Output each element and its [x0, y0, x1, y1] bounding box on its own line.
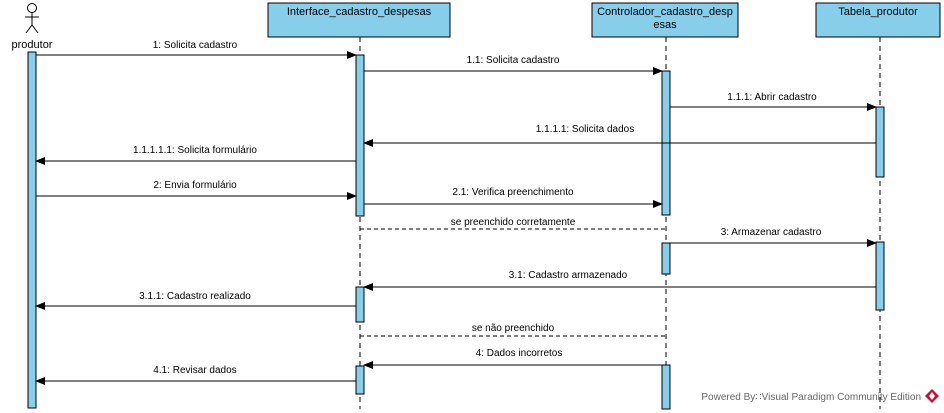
message-2-1: 2.1: Verifica preenchimento — [364, 187, 663, 208]
lifeline-box-controlador — [591, 2, 739, 38]
actor-leg-left — [25, 24, 33, 34]
activation-bar-interface-2 — [355, 286, 365, 323]
lifeline-tabela: Tabela_produtor — [815, 2, 941, 38]
message-label-3-1-1: 3.1.1: Cadastro realizado — [139, 291, 251, 302]
lifeline-label-controlador-line1: Controlador_cadastro_desp — [597, 6, 733, 18]
lifeline-label-tabela: Tabela_produtor — [838, 6, 918, 18]
guard-label-nao-preenchido: se não preenchido — [472, 323, 555, 334]
message-label-3-1: 3.1: Cadastro armazenado — [509, 270, 628, 281]
message-label-2: 2: Envia formulário — [153, 180, 237, 191]
lifeline-box-interface — [267, 2, 451, 38]
vp-logo-icon — [925, 389, 939, 403]
message-1-1-1-1: 1.1.1.1: Solicita dados — [363, 124, 876, 147]
watermark-text: Powered By∷Visual Paradigm Community Edi… — [701, 392, 921, 403]
activation-bar-produtor — [27, 51, 37, 409]
activation-bar-tabela-1 — [875, 106, 885, 178]
message-2: 2: Envia formulário — [36, 180, 357, 200]
message-label-1-1-1-1: 1.1.1.1: Solicita dados — [536, 124, 634, 135]
message-3-1-1: 3.1.1: Cadastro realizado — [35, 291, 356, 310]
watermark: Powered By∷Visual Paradigm Community Edi… — [701, 389, 939, 403]
message-label-3: 3: Armazenar cadastro — [721, 227, 822, 238]
message-1-1: 1.1: Solicita cadastro — [364, 55, 663, 75]
message-1-1-1: 1.1.1: Abrir cadastro — [670, 92, 877, 111]
message-label-1-1: 1.1: Solicita cadastro — [467, 55, 560, 66]
message-label-4-1: 4.1: Revisar dados — [153, 365, 236, 376]
message-label-1-1-1-1-1: 1.1.1.1.1: Solicita formulário — [133, 145, 257, 156]
message-label-1: 1: Solicita cadastro — [153, 40, 238, 51]
guard-nao-preenchido: se não preenchido — [360, 323, 666, 337]
lifeline-controlador: Controlador_cadastro_desp esas — [591, 2, 739, 38]
message-3: 3: Armazenar cadastro — [670, 227, 877, 247]
message-4-1: 4.1: Revisar dados — [35, 365, 356, 385]
actor-label: produtor — [12, 39, 53, 51]
actor-head — [27, 3, 37, 13]
guard-preenchido: se preenchido corretamente — [360, 217, 666, 230]
message-1: 1: Solicita cadastro — [36, 40, 357, 59]
activation-bar-controlador-3 — [661, 364, 671, 410]
message-4: 4: Dados incorretos — [363, 348, 662, 369]
lifeline-label-interface: Interface_cadastro_despesas — [287, 6, 432, 18]
actor-leg-right — [31, 24, 39, 34]
message-3-1: 3.1: Cadastro armazenado — [363, 270, 876, 291]
activation-bar-tabela-2 — [875, 241, 885, 311]
activation-bar-interface-3 — [355, 365, 365, 395]
activation-bar-controlador-2 — [661, 242, 671, 275]
activation-bar-interface-1 — [355, 54, 365, 217]
guard-label-preenchido: se preenchido corretamente — [451, 217, 576, 228]
message-label-2-1: 2.1: Verifica preenchimento — [452, 187, 574, 198]
message-label-4: 4: Dados incorretos — [476, 348, 563, 359]
lifeline-interface: Interface_cadastro_despesas — [267, 2, 451, 38]
message-label-1-1-1: 1.1.1: Abrir cadastro — [727, 92, 817, 103]
lifeline-box-tabela — [815, 2, 941, 38]
lifeline-label-controlador-line2: esas — [653, 19, 677, 31]
actor-produtor: produtor — [12, 3, 53, 51]
message-1-1-1-1-1: 1.1.1.1.1: Solicita formulário — [35, 145, 356, 165]
